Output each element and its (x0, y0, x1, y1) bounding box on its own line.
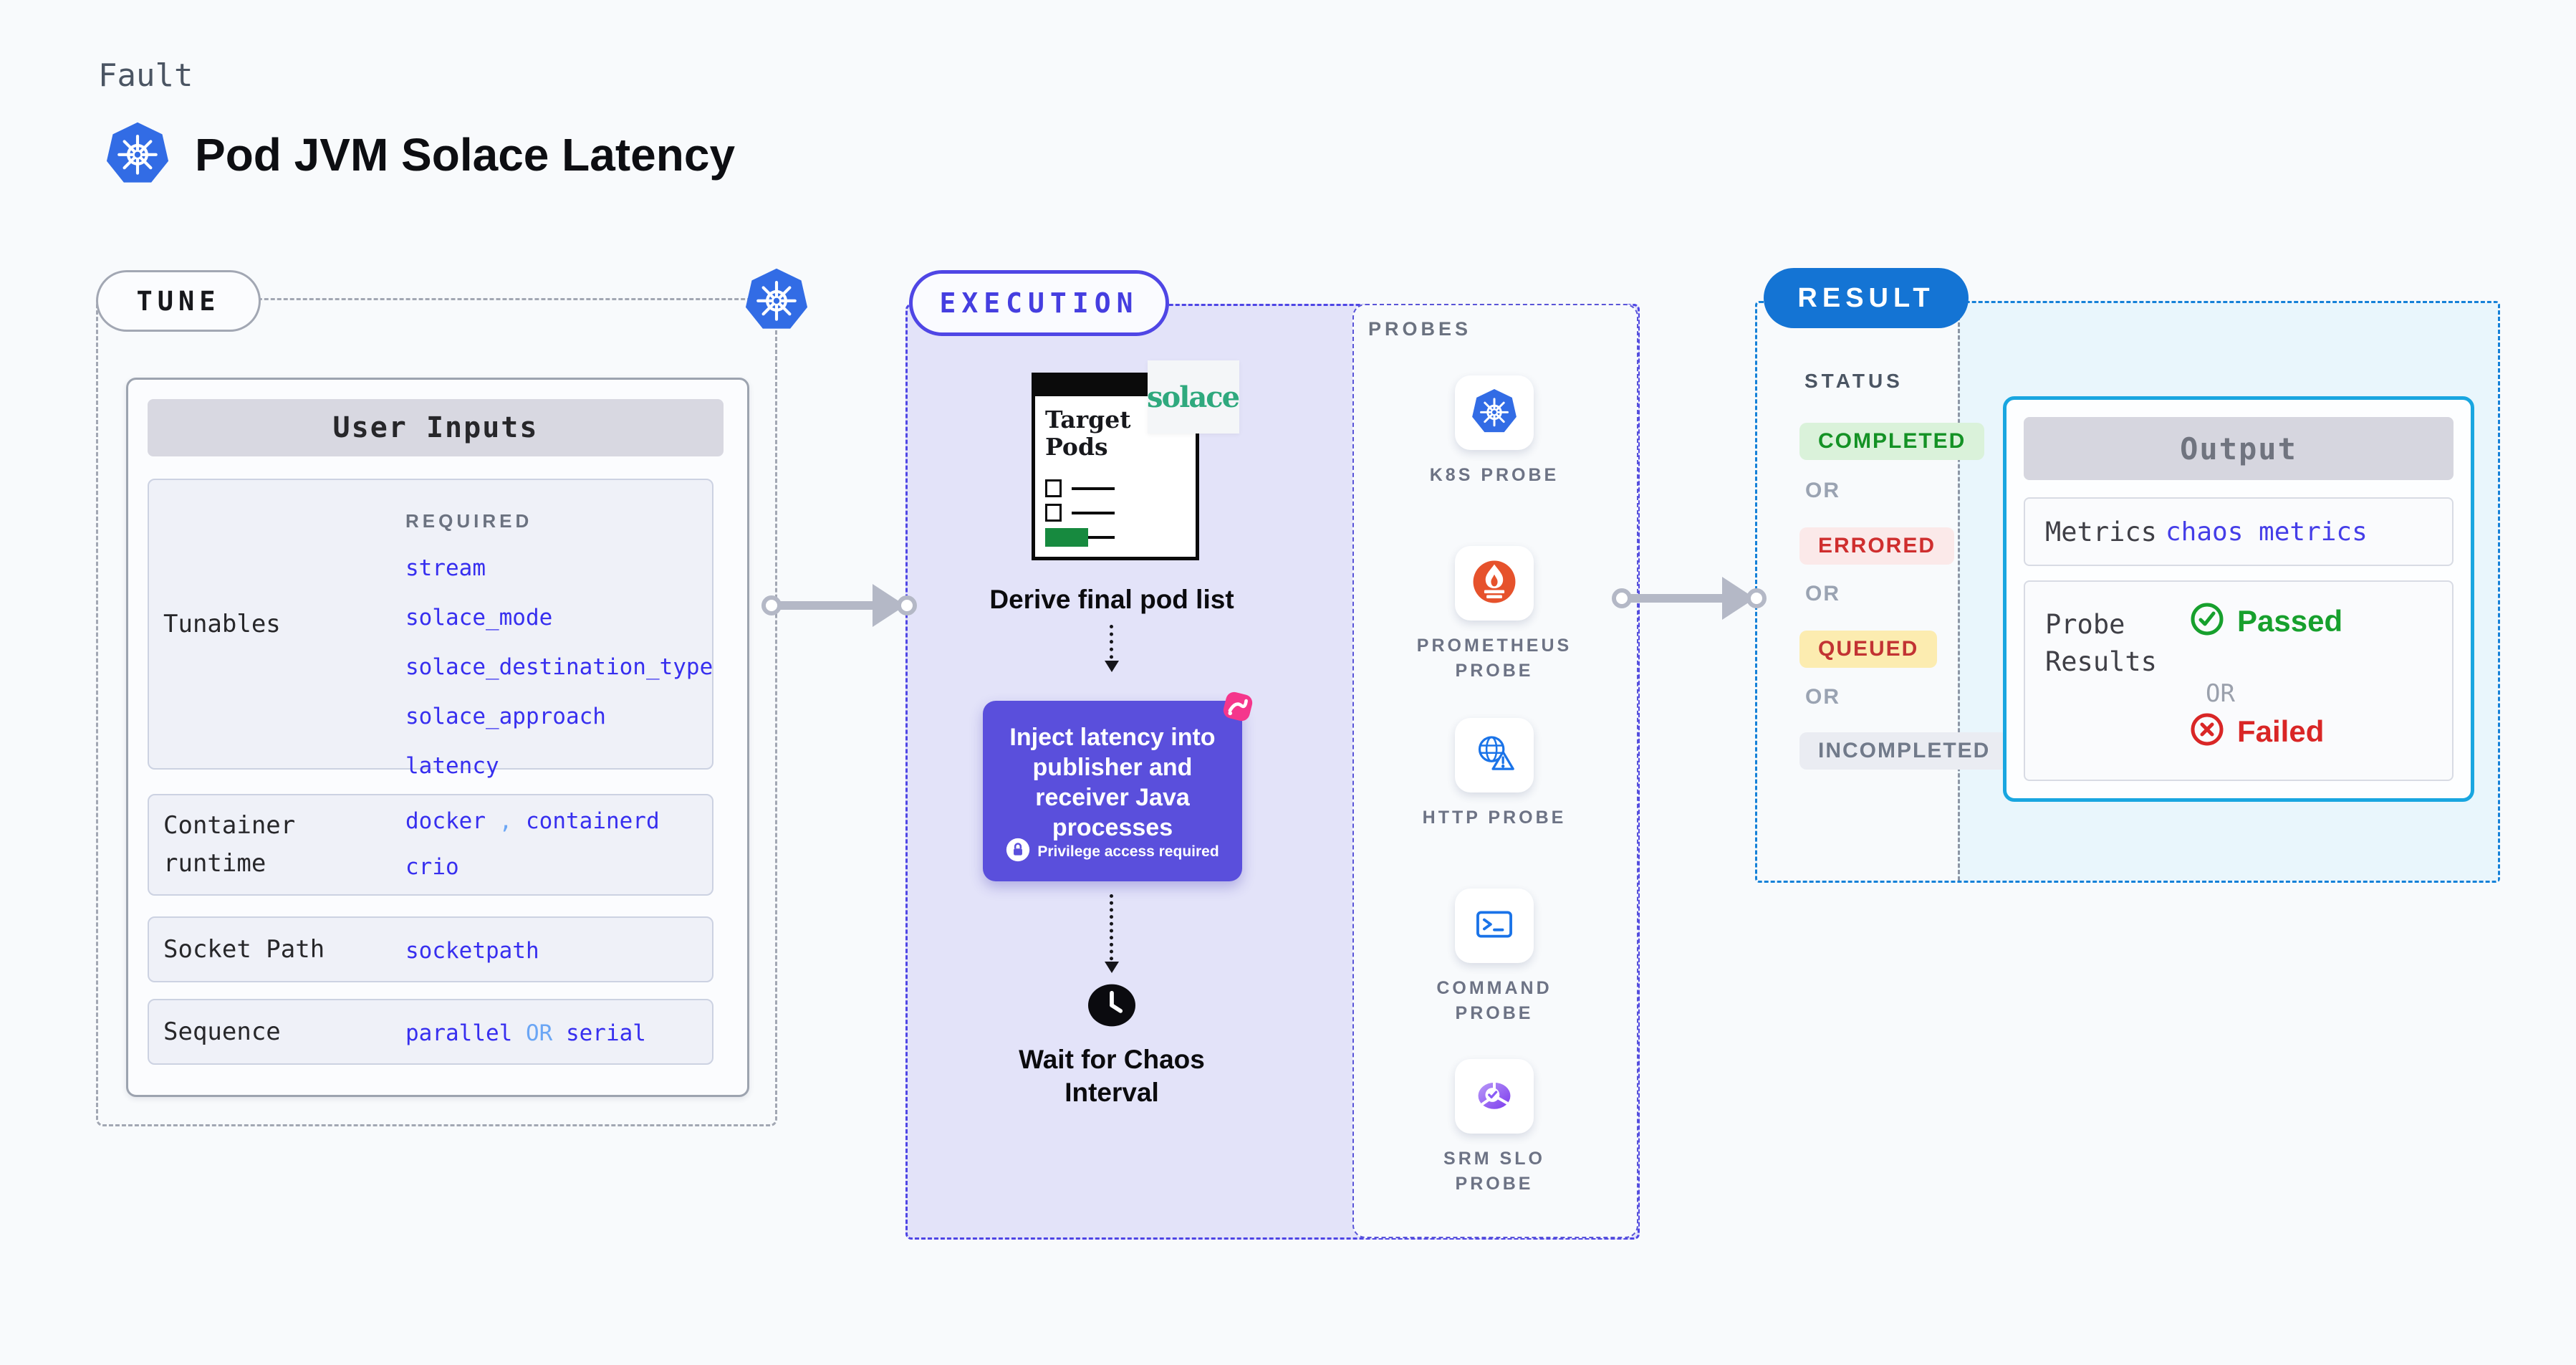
slo-pie-check-icon (1471, 1071, 1518, 1122)
socket-path-value: socketpath (405, 938, 539, 964)
status-or: OR (1805, 582, 1840, 605)
result-pill: RESULT (1764, 268, 1969, 328)
runtime-separator: , (499, 808, 513, 834)
checkbox-icon (1045, 479, 1062, 497)
clock-icon (1086, 982, 1138, 1033)
socket-path-row: Socket Path socketpath (148, 916, 713, 982)
container-runtime-values: docker , containerd crio (405, 808, 660, 894)
inject-latency-text: Inject latency into publisher and receiv… (1009, 724, 1216, 842)
status-badge-completed: COMPLETED (1799, 423, 1985, 460)
metrics-value: chaos metrics (2166, 517, 2368, 547)
green-action-bar (1045, 528, 1088, 547)
terminal-icon (1471, 901, 1517, 951)
checkbox-icon (1045, 504, 1062, 522)
prometheus-probe-label: PROMETHEUS PROBE (1416, 636, 1572, 681)
user-inputs-card: User Inputs Tunables REQUIRED stream sol… (126, 378, 749, 1097)
execution-pill: EXECUTION (909, 270, 1169, 336)
lock-icon (1006, 838, 1030, 866)
tunable-value: solace_mode (405, 605, 553, 631)
tunable-value: stream (405, 555, 486, 581)
container-runtime-row: Container runtime docker , containerd cr… (148, 794, 713, 896)
sequence-value: serial (565, 1020, 646, 1046)
failed-label: Failed (2237, 714, 2325, 748)
list-line (1072, 535, 1115, 539)
tunable-value: latency (405, 753, 499, 779)
tunables-label: Tunables (163, 609, 281, 638)
tune-to-execution-arrow (761, 583, 917, 628)
container-runtime-label: Container runtime (163, 811, 296, 878)
check-circle-icon (2190, 602, 2224, 640)
inject-latency-step: Inject latency into publisher and receiv… (983, 701, 1242, 881)
status-badge-incompleted: INCOMPLETED (1799, 732, 2009, 770)
kubernetes-icon (105, 120, 170, 190)
srm-slo-probe-label: SRM SLO PROBE (1443, 1149, 1545, 1194)
privilege-note: Privilege access required (983, 838, 1242, 866)
failed-result: Failed (2190, 712, 2324, 750)
probes-title: PROBES (1368, 318, 1472, 340)
tunables-values: REQUIRED stream solace_mode solace_desti… (405, 510, 713, 779)
checkbox-row (1045, 479, 1115, 497)
fault-eyebrow: Fault (98, 57, 193, 94)
sequence-row: Sequence parallel OR serial (148, 999, 713, 1065)
status-or: OR (1805, 685, 1840, 709)
sequence-label: Sequence (163, 1017, 281, 1046)
tunable-value: solace_destination_type (405, 654, 713, 680)
user-inputs-title: User Inputs (148, 399, 724, 456)
list-line (1072, 487, 1115, 490)
metrics-row: Metrics chaos metrics (2024, 497, 2454, 566)
runtime-value: crio (405, 854, 459, 880)
srm-slo-probe-card (1455, 1059, 1534, 1134)
command-probe-card (1455, 889, 1534, 963)
required-label: REQUIRED (405, 510, 533, 532)
execution-to-result-arrow (1612, 575, 1767, 621)
prometheus-probe-card (1455, 546, 1534, 621)
checkbox-row (1045, 504, 1115, 522)
tune-section-box (96, 298, 777, 1126)
runtime-value: containerd (526, 808, 660, 834)
status-badge-errored: ERRORED (1799, 527, 1955, 565)
status-title: STATUS (1804, 370, 1903, 392)
http-probe-label: HTTP PROBE (1422, 808, 1567, 828)
output-card: Output Metrics chaos metrics Probe Resul… (2003, 396, 2474, 802)
kubernetes-icon (1471, 388, 1518, 439)
down-arrow (1105, 894, 1119, 973)
k8s-probe-label: K8S PROBE (1429, 465, 1559, 485)
command-probe-label: COMMAND PROBE (1436, 978, 1552, 1023)
http-globe-warning-icon (1471, 731, 1517, 780)
probe-results-row: Probe Results Passed OR (2024, 580, 2454, 781)
wait-chaos-interval-label: Wait for Chaos Interval (1019, 1045, 1205, 1108)
http-probe-card (1455, 718, 1534, 792)
derive-pod-list-label: Derive final pod list (989, 585, 1234, 614)
probe-result-or: OR (2206, 679, 2235, 708)
tune-pill: TUNE (96, 270, 261, 332)
target-pods-document: Target Pods (1032, 373, 1199, 560)
passed-label: Passed (2237, 603, 2343, 638)
tunables-row: Tunables REQUIRED stream solace_mode sol… (148, 479, 713, 779)
k8s-probe-card (1455, 375, 1534, 450)
solace-logo: solace (1147, 360, 1240, 434)
passed-result: Passed (2190, 602, 2342, 640)
chaos-pink-icon (1218, 686, 1258, 730)
list-line (1072, 511, 1115, 514)
prometheus-icon (1471, 559, 1517, 608)
target-pods-title: Target Pods (1045, 406, 1131, 461)
page-title: Pod JVM Solace Latency (195, 129, 736, 181)
status-badge-queued: QUEUED (1799, 631, 1938, 668)
metrics-label: Metrics (2045, 516, 2157, 547)
status-or: OR (1805, 479, 1840, 502)
down-arrow (1105, 625, 1119, 672)
sequence-value: parallel (405, 1020, 513, 1046)
output-title: Output (2024, 417, 2454, 480)
probe-results-label: Probe Results (2045, 609, 2157, 677)
status-output-separator (1958, 303, 1960, 881)
x-circle-icon (2190, 712, 2224, 750)
socket-path-label: Socket Path (163, 934, 325, 964)
kubernetes-icon (744, 267, 809, 336)
sequence-or: OR (525, 1020, 553, 1046)
tunable-value: solace_approach (405, 704, 606, 729)
runtime-value: docker (405, 808, 486, 834)
